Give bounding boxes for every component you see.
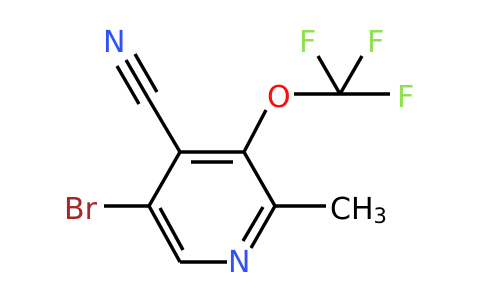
bond-cn-triple-c <box>133 53 159 93</box>
methyl-ch: CH <box>330 192 374 227</box>
ring-bonds <box>147 150 277 264</box>
bond-cn-triple-b <box>115 65 141 105</box>
atom-nitrile-n: N <box>103 25 125 60</box>
bond-c5-n1-inner <box>241 206 265 242</box>
bond-c4-c5 <box>242 151 277 207</box>
bond-cf3-f2 <box>338 55 364 95</box>
bond-c2-c3 <box>147 151 182 207</box>
atom-fluorine-1: F <box>299 25 316 60</box>
atom-labels: N O F F F Br N CH3 <box>64 25 414 280</box>
bond-c4-o <box>242 109 268 153</box>
bond-cf3-f1 <box>316 55 342 95</box>
bond-c3-cn <box>146 97 182 153</box>
bond-cn-triple-a <box>124 59 150 99</box>
bond-c6-c2 <box>147 205 182 263</box>
atom-bromine: Br <box>64 192 98 227</box>
atom-fluorine-2: F <box>367 25 384 60</box>
bond-c5-n1 <box>249 205 277 249</box>
methyl-subscript: 3 <box>374 204 387 228</box>
atom-ring-n: N <box>228 245 250 280</box>
atom-methyl: CH3 <box>330 192 387 228</box>
atom-oxygen: O <box>267 80 291 115</box>
atom-fluorine-3: F <box>397 80 414 115</box>
bond-c6-c2-inner <box>158 207 185 251</box>
substituent-bonds <box>104 53 390 208</box>
